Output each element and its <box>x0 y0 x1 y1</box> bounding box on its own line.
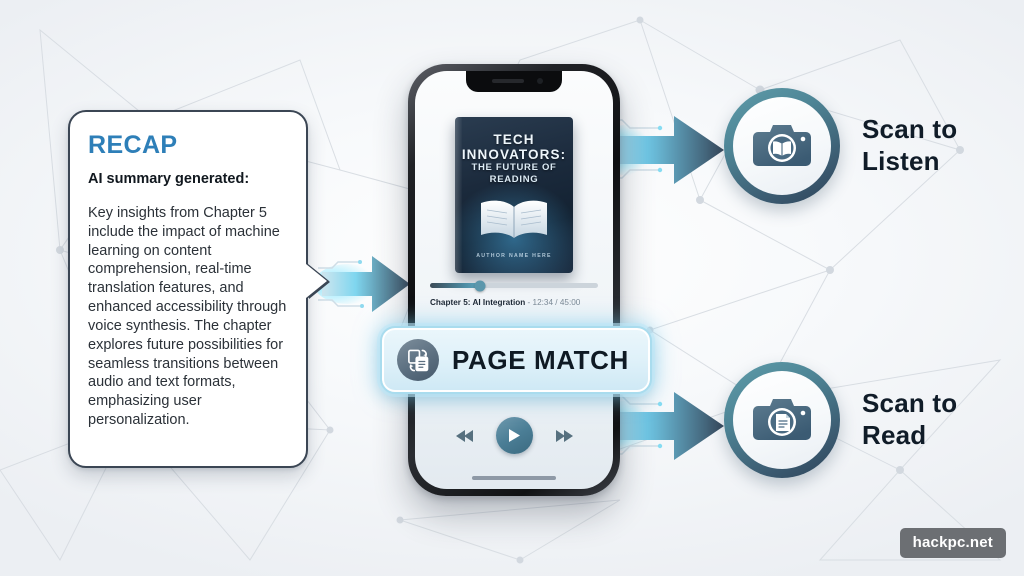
scan-to-listen-action[interactable]: Scan to Listen <box>724 88 957 204</box>
book-author: AUTHOR NAME HERE <box>476 253 552 259</box>
meta-separator: - <box>525 298 533 307</box>
recap-title: RECAP <box>88 131 178 159</box>
rewind-icon[interactable] <box>455 428 475 444</box>
page-match-badge[interactable]: PAGE MATCH <box>380 326 652 394</box>
progress-fill <box>430 283 481 288</box>
arrow-recap-to-phone <box>316 256 410 312</box>
home-indicator <box>472 476 556 480</box>
time-divider: / <box>553 298 560 307</box>
document-sync-icon <box>397 339 439 381</box>
book-subtitle-line2: READING <box>489 174 539 185</box>
arrow-phone-to-scan-read <box>602 392 724 460</box>
scan-read-ring <box>724 362 840 478</box>
recap-subtitle: AI summary generated: <box>88 170 250 187</box>
progress-thumb[interactable] <box>474 280 486 291</box>
progress-track[interactable] <box>430 280 598 291</box>
book-title-line2: INNOVATORS: <box>461 147 567 162</box>
camera-book-icon <box>753 125 811 166</box>
play-button[interactable] <box>495 417 533 454</box>
smartphone-mockup: TECH INNOVATORS: THE FUTURE OF READING <box>408 64 620 496</box>
phone-screen: TECH INNOVATORS: THE FUTURE OF READING <box>415 71 613 489</box>
scan-listen-ring <box>724 88 840 204</box>
chapter-title: Chapter 5: AI Integration <box>430 298 526 307</box>
track-meta: Chapter 5: AI Integration - 12:34 / 45:0… <box>430 298 598 308</box>
play-icon <box>509 429 520 442</box>
recap-summary-text: Key insights from Chapter 5 include the … <box>88 204 287 429</box>
page-match-label: PAGE MATCH <box>452 345 629 375</box>
front-camera-icon <box>537 78 543 84</box>
playback-controls <box>415 417 613 454</box>
speech-bubble-tail <box>306 264 327 298</box>
camera-document-icon <box>753 399 811 440</box>
book-subtitle-line1: THE FUTURE OF <box>471 162 557 173</box>
arrow-phone-to-scan-listen <box>602 116 724 184</box>
recap-box: RECAP AI summary generated: Key insights… <box>68 110 327 468</box>
playback-progress[interactable]: Chapter 5: AI Integration - 12:34 / 45:0… <box>430 280 598 308</box>
recap-panel: RECAP AI summary generated: Key insights… <box>68 110 327 468</box>
site-watermark: hackpc.net <box>899 528 1006 558</box>
book-cover[interactable]: TECH INNOVATORS: THE FUTURE OF READING <box>455 117 573 273</box>
earpiece-speaker-icon <box>492 79 524 83</box>
scan-read-label: Scan to Read <box>862 388 958 450</box>
fast-forward-icon[interactable] <box>554 428 574 444</box>
open-book-illustration <box>481 200 547 238</box>
total-duration: 45:00 <box>559 298 581 307</box>
elapsed-time: 12:34 <box>532 298 554 307</box>
scan-to-read-action[interactable]: Scan to Read <box>724 362 957 478</box>
book-title-line1: TECH <box>493 132 535 147</box>
phone-notch <box>466 71 562 92</box>
scan-listen-label: Scan to Listen <box>862 114 958 176</box>
